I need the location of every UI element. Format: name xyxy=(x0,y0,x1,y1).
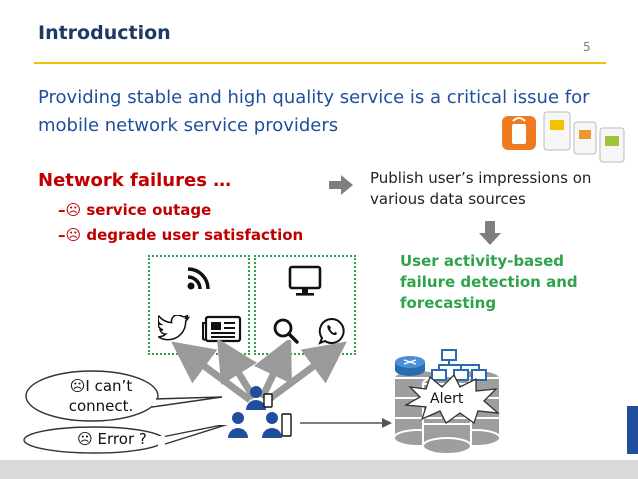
edge-accent-bar xyxy=(627,406,638,454)
network-failures-heading: Network failures … xyxy=(38,170,232,191)
bullet-dash: – xyxy=(58,226,66,244)
search-icon xyxy=(272,317,300,349)
title-divider xyxy=(34,62,606,64)
method-text: User activity-based failure detection an… xyxy=(400,252,578,312)
mobile-sim-illustration xyxy=(494,104,634,166)
down-arrow-icon xyxy=(479,221,501,249)
users-icon xyxy=(224,384,296,448)
to-database-arrow xyxy=(300,418,392,428)
page-number: 5 xyxy=(583,40,591,54)
rss-icon xyxy=(186,265,212,295)
bubble-text: ☹ Error ? xyxy=(77,430,147,448)
error-bubble: ☹ Error ? xyxy=(22,425,228,455)
alert-burst: Alert xyxy=(404,375,500,425)
frown-icon: ☹ xyxy=(65,201,82,219)
user-to-sources-arrows xyxy=(171,340,347,403)
cant-connect-bubble: ☹I can’t connect. xyxy=(22,369,222,423)
bullet-degrade-satisfaction: –☹ degrade user satisfaction xyxy=(58,226,303,244)
twitter-icon xyxy=(155,313,191,345)
publish-text: Publish user’s impressions on various da… xyxy=(370,169,592,208)
social-media-box xyxy=(148,255,250,355)
bullet-label: service outage xyxy=(86,201,212,219)
alert-label: Alert xyxy=(430,391,464,407)
bullet-label: degrade user satisfaction xyxy=(86,226,304,244)
slide-title: Introduction xyxy=(38,22,171,44)
right-arrow-icon xyxy=(329,175,353,199)
router-icon xyxy=(395,356,425,376)
bubble-text: ☹I can’t connect. xyxy=(68,377,134,415)
footer-bar xyxy=(0,460,638,479)
bullet-service-outage: –☹ service outage xyxy=(58,201,211,219)
monitor-icon xyxy=(288,265,322,301)
frown-icon: ☹ xyxy=(65,226,82,244)
lead-text: Providing stable and high quality servic… xyxy=(38,87,590,136)
bullet-dash: – xyxy=(58,201,66,219)
